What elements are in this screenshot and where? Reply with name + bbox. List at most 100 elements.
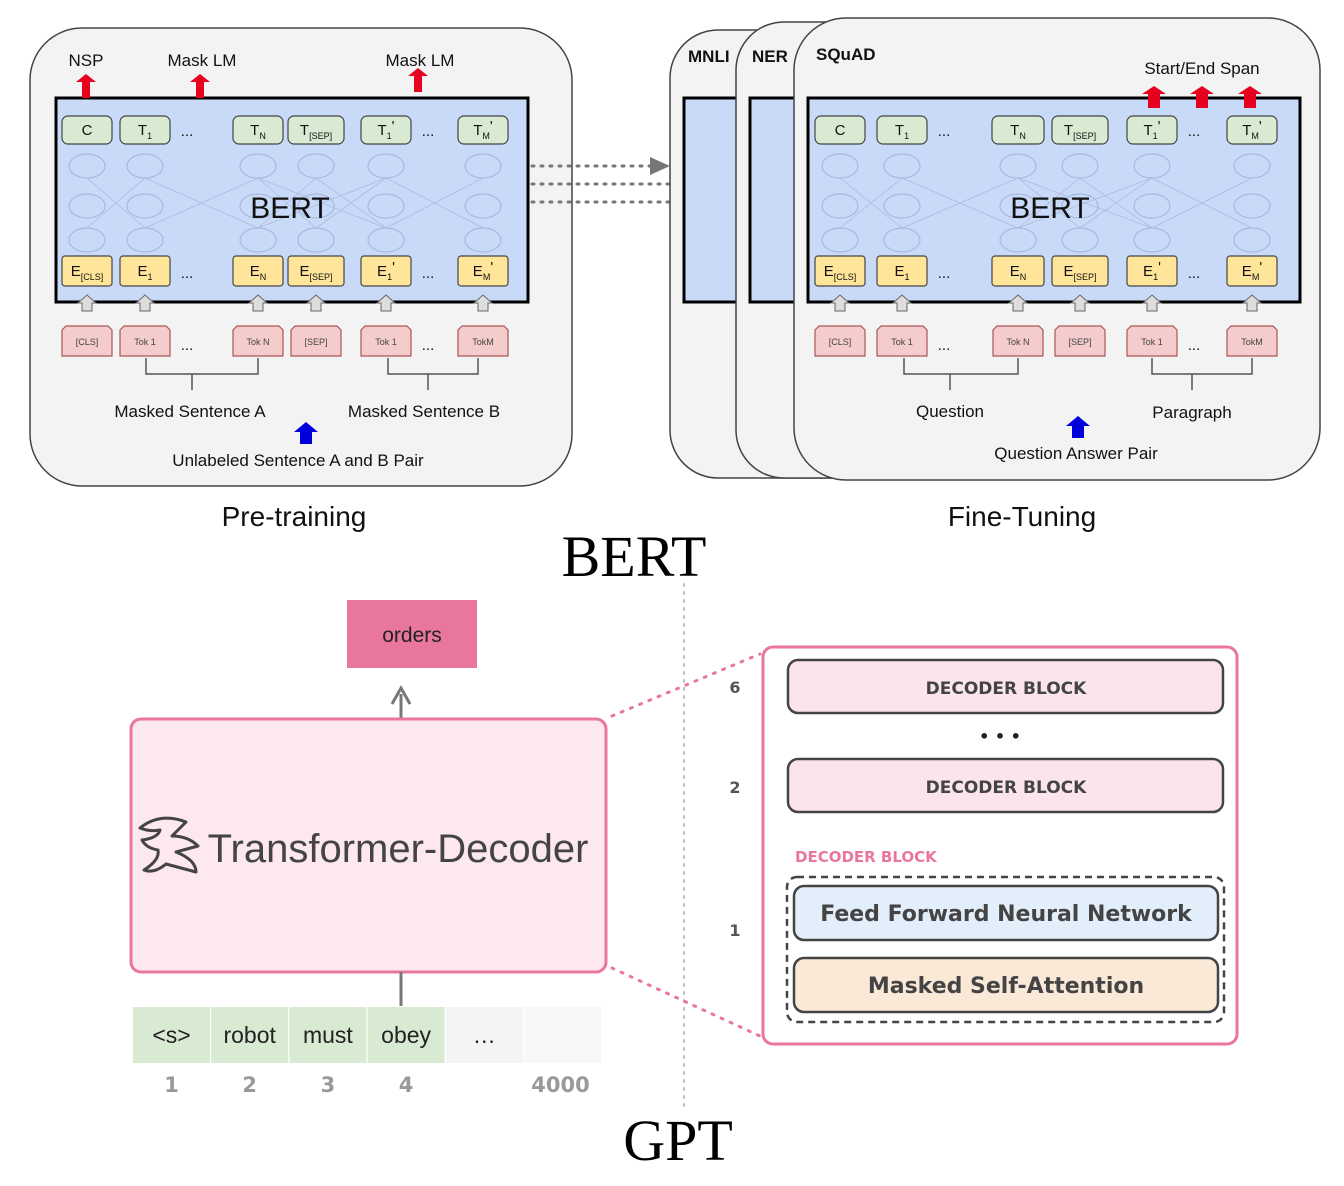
input-token-cell — [133, 1007, 210, 1063]
embedding-token-label: E1 — [137, 263, 152, 282]
task-tab-ner: NER — [752, 47, 788, 66]
input-arrow-icon — [134, 294, 156, 312]
position-index: 1 — [164, 1073, 179, 1097]
span-arrow-icon — [1142, 86, 1166, 108]
input-token-label: Tok 1 — [134, 337, 156, 347]
pair-arrow-icon — [294, 422, 318, 444]
input-arrow-icon — [305, 294, 327, 312]
embedding-token-label: EM' — [473, 259, 494, 282]
hidden-node — [464, 193, 502, 219]
output-token — [1226, 115, 1278, 145]
gpt-section: orders Transformer-Decoder <s>1robot2mus… — [129, 600, 1239, 1097]
paragraph-bracket — [1151, 358, 1253, 390]
embedding-token — [991, 255, 1045, 287]
hidden-node — [126, 193, 164, 219]
task-tab-mnli: MNLI — [688, 47, 730, 66]
attention-link — [385, 177, 484, 229]
output-token-label: T1' — [1143, 118, 1160, 141]
hidden-node — [68, 193, 106, 219]
input-token-label: Tok 1 — [891, 337, 913, 347]
sentence-b-label: Masked Sentence B — [348, 402, 500, 421]
decoder-stack-panel — [761, 645, 1239, 1046]
embedding-token — [876, 255, 928, 287]
attention-link — [315, 177, 387, 229]
detail-block-title: DECODER BLOCK — [795, 848, 938, 866]
decoder-block — [786, 757, 1225, 814]
span-label: Start/End Span — [1144, 59, 1259, 78]
block-index: 1 — [729, 921, 740, 940]
output-token-label: TM' — [473, 118, 493, 141]
embedding-ellipsis: ... — [938, 265, 951, 282]
input-arrow-icon — [375, 294, 397, 312]
embedding-token — [360, 255, 412, 287]
input-arrow-icon — [1141, 294, 1163, 312]
input-token — [1126, 325, 1178, 357]
hidden-node — [1133, 193, 1171, 219]
pair-arrow-icon — [1066, 416, 1090, 438]
transformer-logo-icon — [138, 816, 200, 874]
output-arrow-icon — [390, 684, 412, 705]
embedding-token — [457, 255, 509, 287]
hidden-node — [1233, 193, 1271, 219]
input-arrow-icon — [247, 294, 269, 312]
embedding-token-label: EN — [1010, 263, 1027, 282]
mask-lm-label: Mask LM — [168, 51, 237, 70]
input-token-ellipsis: ... — [422, 337, 435, 354]
input-token — [290, 325, 342, 357]
embedding-token — [119, 255, 171, 287]
attention-link — [1017, 177, 1081, 229]
output-token-label: T1 — [895, 122, 909, 141]
position-index: 4 — [399, 1073, 414, 1097]
input-arrow-icon — [76, 294, 98, 312]
detail-block-outline — [785, 875, 1226, 1024]
hidden-node — [1061, 193, 1099, 219]
attention-link — [1079, 177, 1153, 229]
input-token-cell — [211, 1007, 289, 1063]
output-token-label: C — [835, 122, 846, 139]
output-token-box — [347, 600, 477, 668]
input-token-text: … — [473, 1022, 496, 1048]
input-token-ellipsis: ... — [1188, 337, 1201, 354]
span-arrow-icon — [1190, 86, 1214, 108]
output-token — [457, 115, 509, 145]
input-token — [876, 325, 928, 357]
attention-link — [257, 177, 387, 229]
output-token-label: orders — [382, 624, 442, 647]
embedding-token-label: E1 — [894, 263, 909, 282]
output-token — [876, 115, 928, 145]
output-token — [119, 115, 171, 145]
output-token-label: C — [82, 122, 93, 139]
input-token — [992, 325, 1044, 357]
output-token-label: T[SEP] — [300, 122, 332, 141]
embedding-token-label: EM' — [1242, 259, 1263, 282]
embedding-token — [61, 255, 113, 287]
output-token-label: T1 — [138, 122, 152, 141]
qa-pair-label: Question Answer Pair — [994, 444, 1158, 463]
embedding-token — [232, 255, 284, 287]
sentence-a-bracket — [145, 358, 259, 390]
nsp-label: NSP — [69, 51, 104, 70]
embedding-token-label: E[SEP] — [1063, 263, 1096, 282]
decoder-block — [786, 658, 1225, 715]
attention-link — [901, 177, 1019, 229]
embedding-token-label: E[CLS] — [71, 263, 104, 282]
attention-link — [1017, 177, 1153, 229]
input-arrow-icon — [472, 294, 494, 312]
zoom-line-top — [610, 652, 762, 718]
output-token-ellipsis: ... — [422, 123, 435, 140]
input-token-cell — [367, 1007, 445, 1063]
hidden-node — [367, 193, 405, 219]
output-token-label: T1' — [377, 118, 394, 141]
position-index: 3 — [321, 1073, 336, 1097]
input-token-label: TokM — [472, 337, 494, 347]
input-token — [457, 325, 509, 357]
input-token-row: [CLS]Tok 1...Tok N[SEP]Tok 1...TokM — [814, 294, 1278, 357]
task-tab-squad: SQuAD — [816, 45, 876, 64]
hidden-node — [821, 193, 859, 219]
attention-link — [839, 177, 903, 229]
output-token — [1126, 115, 1178, 145]
embedding-token-label: EN — [250, 263, 267, 282]
hidden-node — [883, 193, 921, 219]
